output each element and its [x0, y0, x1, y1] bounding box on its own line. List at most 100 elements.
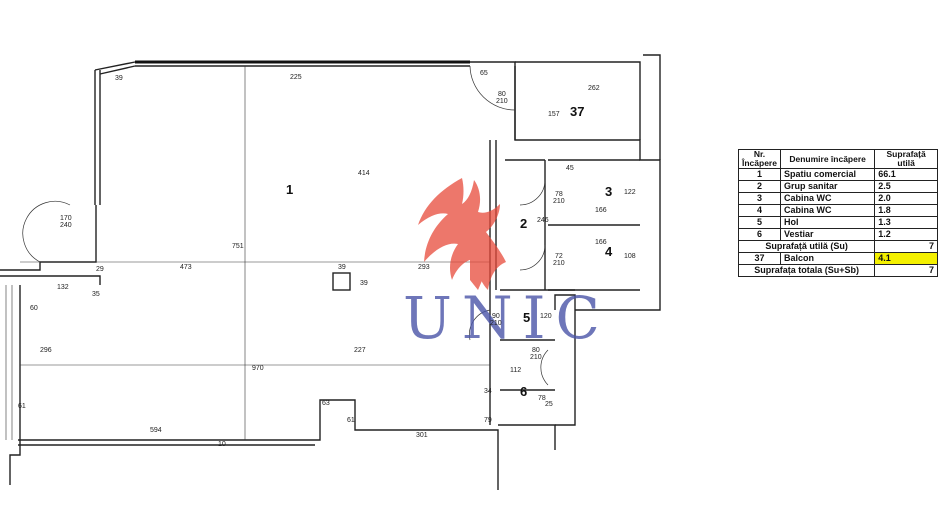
row-name: Grup sanitar [779, 180, 876, 193]
dimension-label: 262 [588, 85, 600, 92]
room-4-label: 4 [605, 244, 613, 259]
dimension-label: 293 [418, 264, 430, 271]
balcony-row: 37 Balcon 4.1 [738, 252, 938, 265]
row-nr: 3 [738, 192, 781, 205]
dimension-label: 170 [60, 215, 72, 222]
dimension-label: 227 [354, 347, 366, 354]
balcony-area: 4.1 [874, 252, 938, 265]
room-labels: 1 2 3 4 5 6 37 [286, 104, 613, 399]
dimension-label: 157 [548, 111, 560, 118]
table-row: 4 Cabina WC 1.8 [738, 204, 938, 217]
useful-area-value: 7 [874, 240, 938, 253]
dimension-label: 970 [252, 365, 264, 372]
dimension-label: 80 [498, 91, 506, 98]
dimension-label: 594 [150, 427, 162, 434]
dimension-label: 473 [180, 264, 192, 271]
row-area: 1.8 [874, 204, 938, 217]
dimension-label: 120 [540, 313, 552, 320]
room-37-label: 37 [570, 104, 584, 119]
row-name: Spatiu comercial [779, 168, 876, 181]
row-nr: 5 [738, 216, 781, 229]
dimension-label: 210 [553, 260, 565, 267]
dimension-label: 35 [92, 291, 100, 298]
useful-area-total-row: Suprafață utilă (Su) 7 [737, 240, 938, 253]
row-name: Cabina WC [779, 192, 876, 205]
dimension-label: 414 [358, 170, 370, 177]
dimension-label: 132 [57, 284, 69, 291]
interior-walls [5, 66, 640, 440]
row-area: 1.3 [874, 216, 938, 229]
phoenix-logo-watermark [418, 178, 506, 290]
dimension-label: 39 [338, 264, 346, 271]
dimension-label: 246 [537, 217, 549, 224]
row-area: 66.1 [874, 168, 938, 181]
dimension-label: 78 [538, 395, 546, 402]
room-6-label: 6 [520, 384, 527, 399]
row-name: Cabina WC [779, 204, 876, 217]
total-area-value: 7 [874, 264, 938, 277]
row-area: 2.5 [874, 180, 938, 193]
header-name: Denumire încăpere [779, 149, 876, 169]
balcony-nr: 37 [738, 252, 781, 265]
table-row: 2 Grup sanitar 2.5 [738, 180, 938, 193]
dimension-label: 45 [566, 165, 574, 172]
row-nr: 1 [738, 168, 781, 181]
dimension-label: 301 [416, 432, 428, 439]
total-area-row: Suprafața totala (Su+Sb) 7 [737, 264, 938, 277]
dimension-label: 61 [347, 417, 355, 424]
dimension-label: 61 [18, 403, 26, 410]
row-nr: 2 [738, 180, 781, 193]
dimension-label: 29 [96, 266, 104, 273]
dimension-label: 296 [40, 347, 52, 354]
dimension-label: 122 [624, 189, 636, 196]
room-1-label: 1 [286, 182, 293, 197]
table-header-row: Nr. Încăpere Denumire încăpere Suprafață… [738, 149, 938, 169]
dimension-label: 34 [484, 388, 492, 395]
dimension-label: 166 [595, 207, 607, 214]
dimension-label: 240 [60, 222, 72, 229]
dimension-label: 210 [496, 98, 508, 105]
dimension-label: 79 [484, 417, 492, 424]
row-name: Vestiar [779, 228, 876, 241]
dimension-label: 39 [360, 280, 368, 287]
dimension-label: 751 [232, 243, 244, 250]
dimension-label: 108 [624, 253, 636, 260]
dimension-label: 25 [545, 401, 553, 408]
dimension-label: 112 [510, 367, 521, 374]
outer-walls [0, 54, 661, 490]
dimension-labels: 39 225 65 262 80 210 157 414 751 473 39 … [18, 70, 636, 448]
dimension-label: 63 [322, 400, 330, 407]
table-row: 1 Spatiu comercial 66.1 [738, 168, 938, 181]
dimension-label: 65 [480, 70, 488, 77]
table-row: 5 Hol 1.3 [738, 216, 938, 229]
dimension-label: 80 [532, 347, 540, 354]
dimension-label: 39 [115, 75, 123, 82]
dimension-label: 78 [555, 191, 563, 198]
total-area-label: Suprafața totala (Su+Sb) [737, 264, 876, 277]
useful-area-label: Suprafață utilă (Su) [737, 240, 876, 253]
dimension-label: 166 [595, 239, 607, 246]
row-area: 1.2 [874, 228, 938, 241]
room-5-label: 5 [523, 310, 530, 325]
row-nr: 4 [738, 204, 781, 217]
dimension-label: 10 [218, 441, 226, 448]
room-area-table: Nr. Încăpere Denumire încăpere Suprafață… [737, 149, 938, 277]
table-row: 6 Vestiar 1.2 [738, 228, 938, 241]
row-area: 2.0 [874, 192, 938, 205]
dimension-label: 60 [30, 305, 38, 312]
dimension-label: 90 [492, 313, 500, 320]
dimension-label: 210 [530, 354, 542, 361]
dimension-label: 72 [555, 253, 563, 260]
dimension-label: 225 [290, 74, 302, 81]
doors [22, 65, 549, 386]
dimension-label: 210 [490, 320, 502, 327]
table-row: 3 Cabina WC 2.0 [738, 192, 938, 205]
header-nr: Nr. Încăpere [738, 149, 781, 169]
row-name: Hol [779, 216, 876, 229]
unic-watermark-text: UNIC [403, 284, 610, 352]
balcony-name: Balcon [779, 252, 876, 265]
room-3-label: 3 [605, 184, 612, 199]
row-nr: 6 [738, 228, 781, 241]
dimension-label: 210 [553, 198, 565, 205]
